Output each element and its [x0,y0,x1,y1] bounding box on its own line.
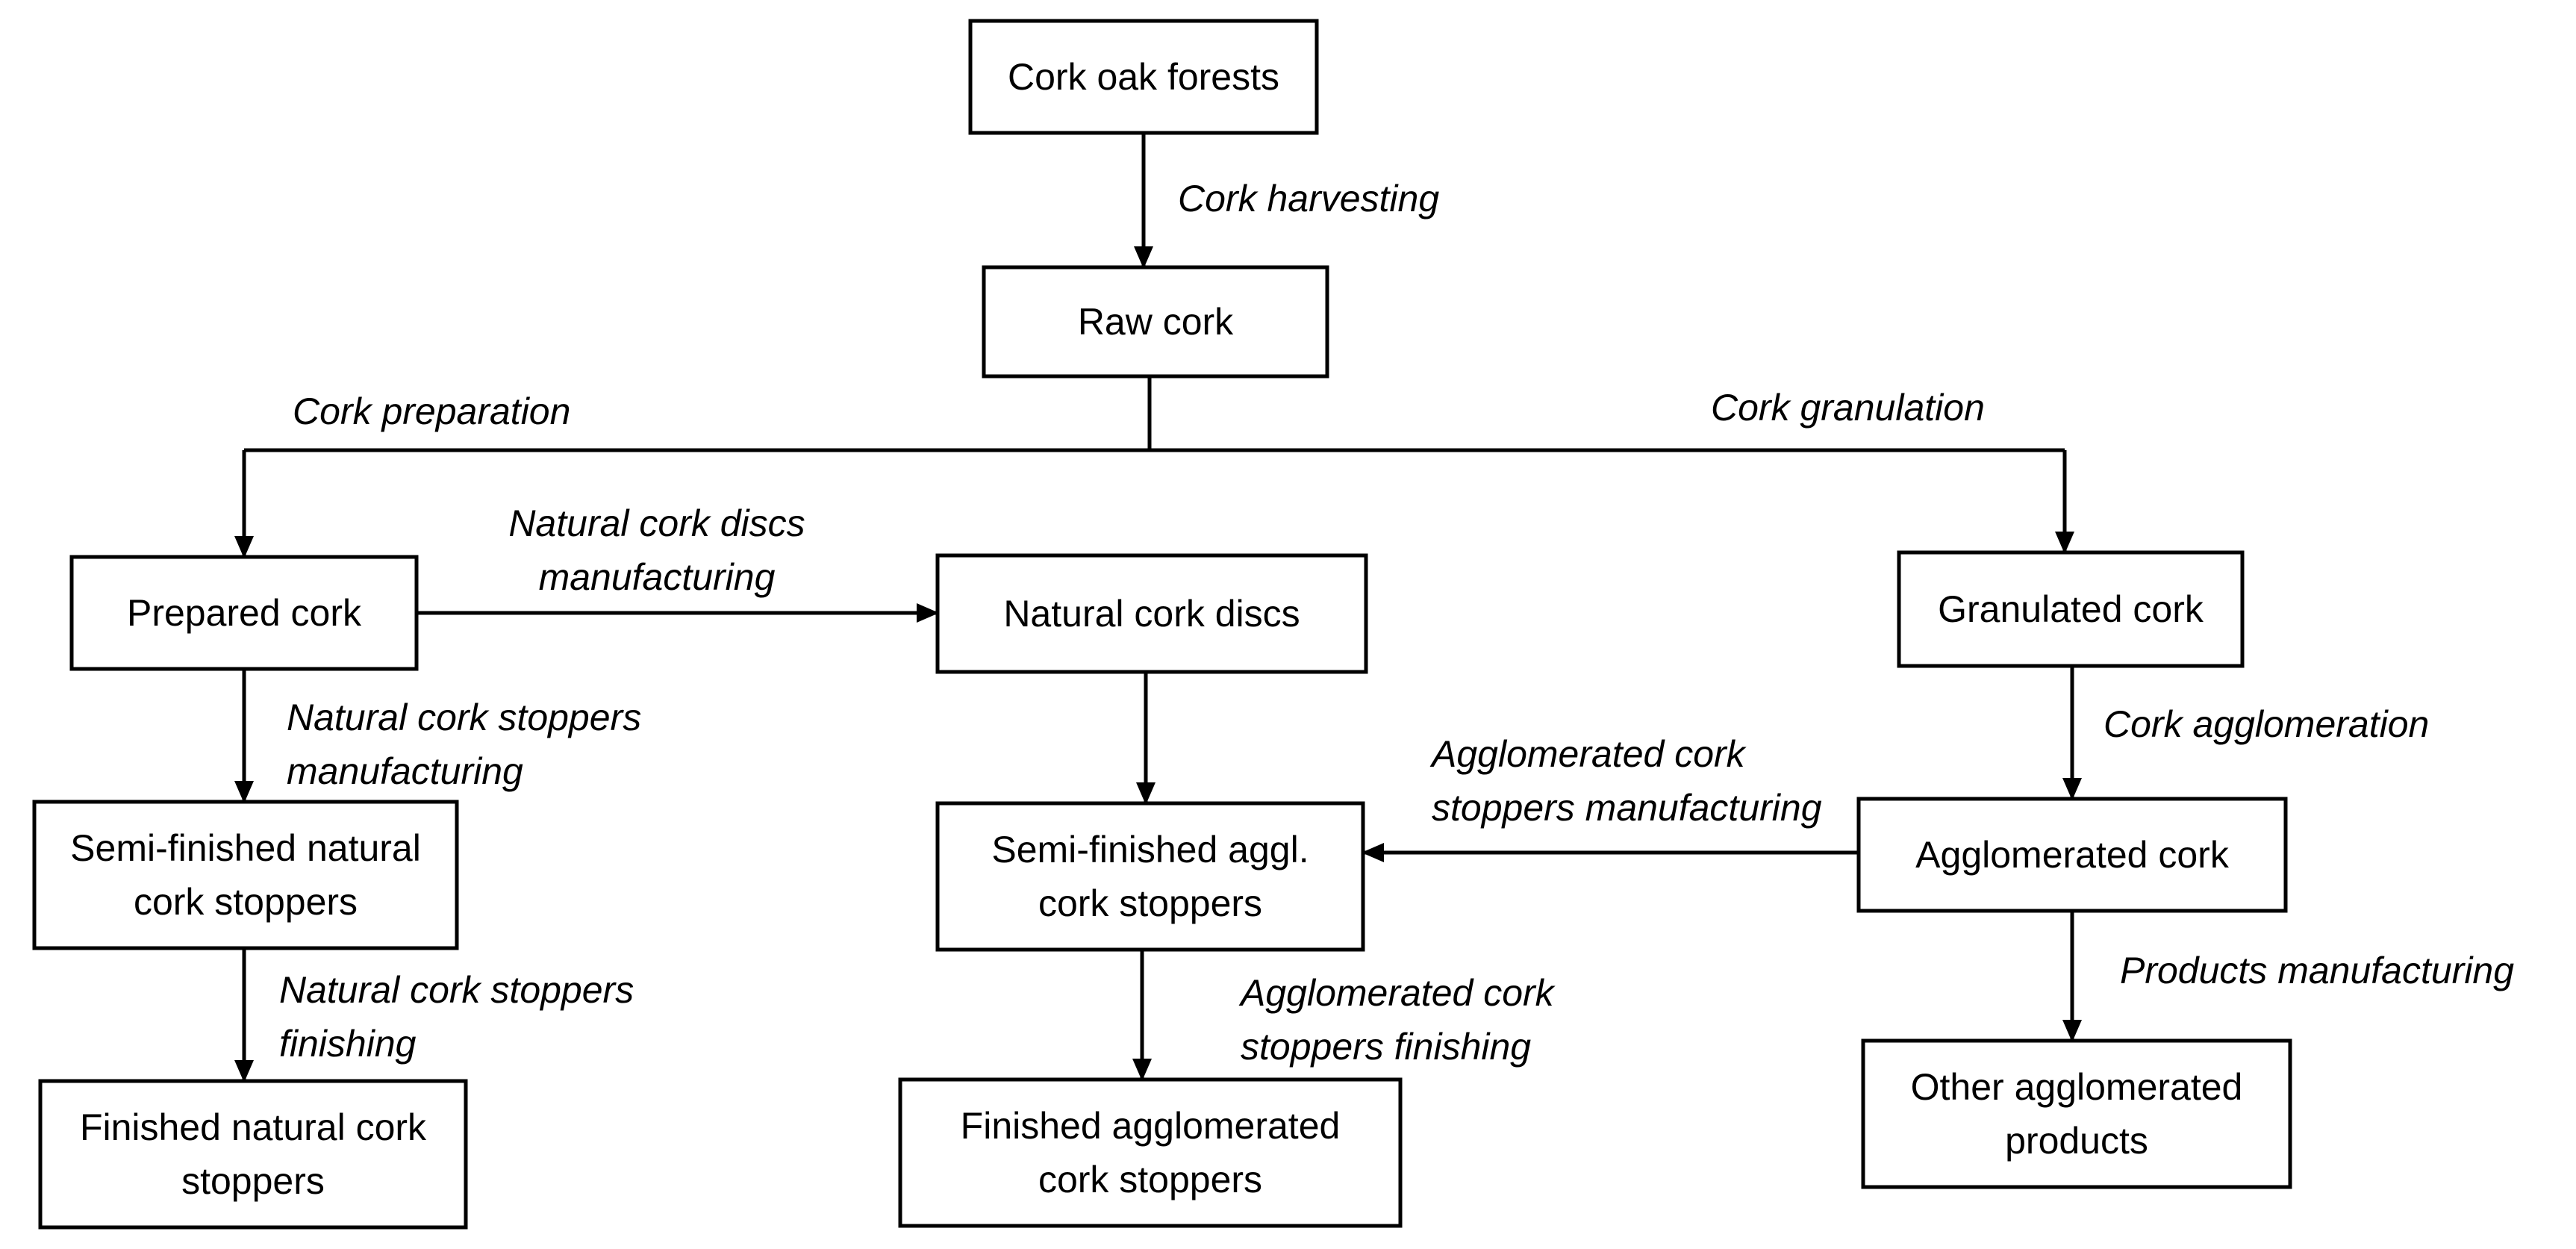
step-label-line: manufacturing [539,556,776,598]
node-label-line: Finished natural cork [80,1106,427,1148]
step-products-manufacturing: Products manufacturing [2120,950,2514,991]
node-box [982,265,1329,379]
node-box [1861,1038,2292,1189]
node-label-line: Other agglomerated [1911,1066,2243,1108]
step-label-line: Products manufacturing [2120,950,2514,991]
node-label-line: Natural cork discs [1003,593,1300,635]
node-label-line: cork stoppers [1038,1159,1262,1200]
step-label-line: manufacturing [287,750,523,792]
node-box [1856,797,2288,913]
node-label-line: Raw cork [1078,301,1234,343]
step-label-line: Natural cork discs [508,502,805,544]
step-label-line: Natural cork stoppers [287,697,641,738]
node-semi-natural: Semi-finished natural cork stoppers [32,800,459,950]
step-label-line: Cork agglomeration [2103,703,2429,745]
node-label-line: Prepared cork [127,592,362,634]
node-prepared-cork: Prepared cork [69,555,419,671]
step-label-line: Agglomerated cork [1429,733,1747,775]
step-aggl-stoppers-manufacturing: Agglomerated cork stoppers manufacturing [1429,733,1822,829]
node-label-line: products [2005,1120,2148,1162]
step-cork-granulation: Cork granulation [1711,387,1985,429]
node-box [935,801,1365,952]
node-semi-aggl: Semi-finished aggl. cork stoppers [935,801,1365,952]
node-box [1897,550,2245,668]
step-cork-harvesting: Cork harvesting [1178,178,1439,219]
step-natural-stoppers-finishing: Natural cork stoppers finishing [279,969,634,1065]
step-label-line: Cork harvesting [1178,178,1439,219]
connectors [234,133,2082,1083]
step-cork-agglomeration: Cork agglomeration [2103,703,2429,745]
step-label-line: Agglomerated cork [1238,972,1556,1014]
node-label-line: Granulated cork [1938,588,2204,630]
step-discs-manufacturing: Natural cork discs manufacturing [508,502,805,598]
node-granulated-cork: Granulated cork [1897,550,2245,668]
step-label-line: stoppers finishing [1241,1026,1531,1068]
step-label-line: Natural cork stoppers [279,969,634,1011]
node-box [898,1077,1403,1228]
node-label-line: cork stoppers [134,881,358,923]
step-label-line: stoppers manufacturing [1432,787,1822,829]
node-label-line: Semi-finished aggl. [991,829,1309,870]
node-other-aggl: Other agglomerated products [1861,1038,2292,1189]
node-box [38,1079,468,1230]
node-finished-natural: Finished natural cork stoppers [38,1079,468,1230]
node-raw-cork: Raw cork [982,265,1329,379]
node-box [935,553,1368,674]
node-label-line: Agglomerated cork [1915,834,2230,876]
step-cork-preparation: Cork preparation [293,390,570,432]
node-label-line: Semi-finished natural [70,827,421,869]
step-label-line: Cork granulation [1711,387,1985,429]
node-box [968,19,1319,135]
step-natural-stoppers-manufacturing: Natural cork stoppers manufacturing [287,697,641,792]
node-label-line: Finished agglomerated [961,1105,1341,1147]
node-label-line: Cork oak forests [1008,56,1279,98]
step-aggl-stoppers-finishing: Agglomerated cork stoppers finishing [1238,972,1556,1068]
node-natural-cork-discs: Natural cork discs [935,553,1368,674]
node-label-line: cork stoppers [1038,882,1262,924]
step-label-line: Cork preparation [293,390,570,432]
node-box [32,800,459,950]
node-label-line: stoppers [181,1160,325,1202]
node-agglomerated-cork: Agglomerated cork [1856,797,2288,913]
node-box [69,555,419,671]
node-cork-oak-forests: Cork oak forests [968,19,1319,135]
node-finished-aggl: Finished agglomerated cork stoppers [898,1077,1403,1228]
step-label-line: finishing [279,1023,417,1065]
